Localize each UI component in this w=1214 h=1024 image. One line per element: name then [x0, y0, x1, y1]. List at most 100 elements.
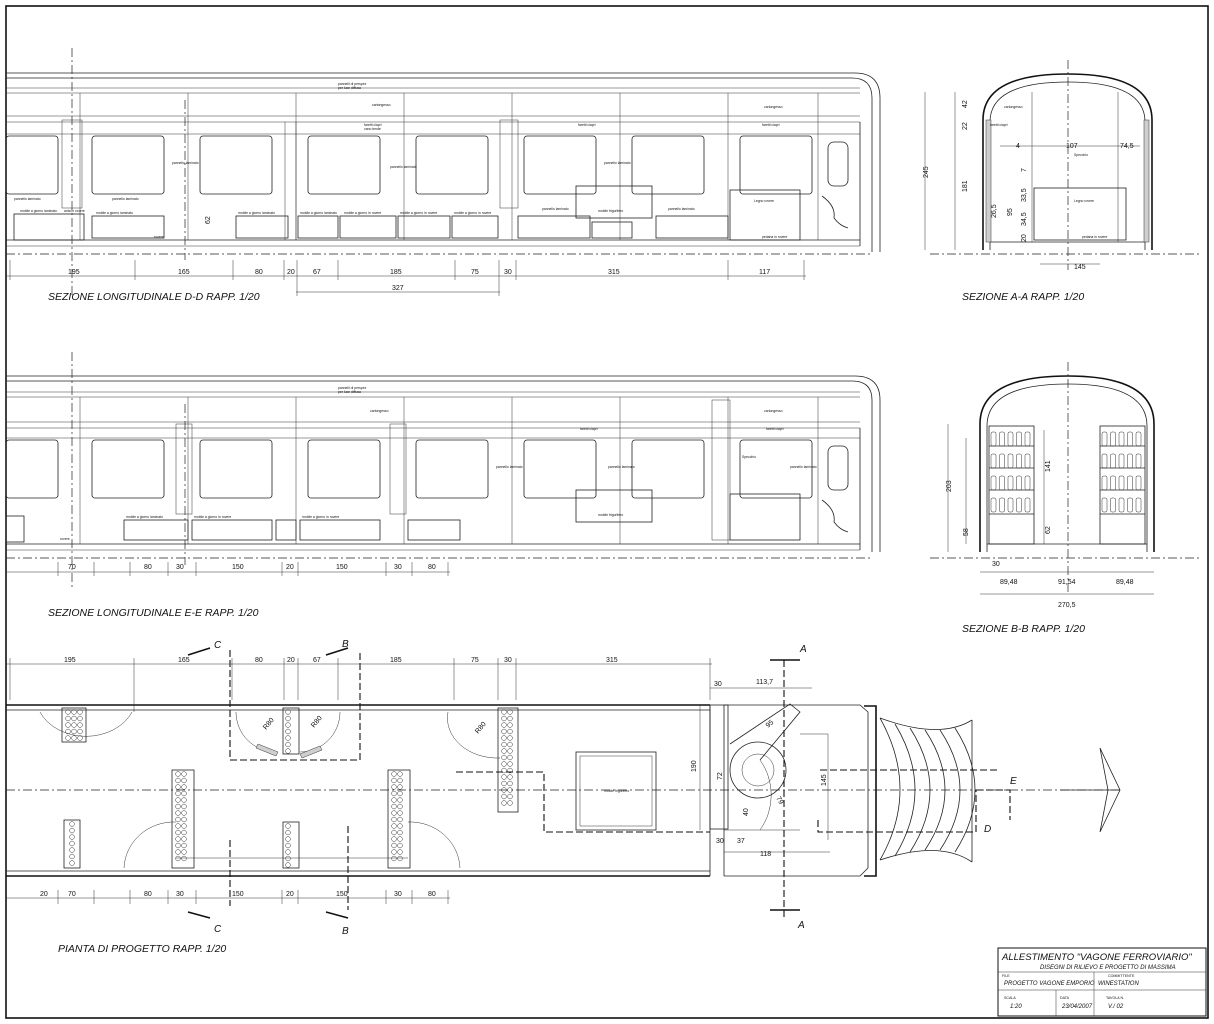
rack-slot [71, 722, 77, 728]
dd-dim-165: 165 [178, 269, 190, 276]
title-section-dd: SEZIONE LONGITUDINALE D-D RAPP. 1/20 [48, 291, 260, 303]
tb-file-label: FILE [1002, 974, 1010, 978]
rack-slot [175, 803, 181, 810]
bb-dim-203: 203 [946, 480, 953, 492]
aa-dim-74-5: 74,5 [1120, 143, 1134, 150]
bb-dim-89-48-b: 89,48 [1116, 579, 1134, 586]
rack-slot [501, 735, 507, 741]
bb-dim-91-54: 91,54 [1058, 579, 1076, 586]
cut-b-bottom: B [342, 926, 349, 937]
rack-slot [285, 709, 291, 715]
rack-slot [175, 849, 181, 855]
rack-slot [397, 855, 403, 862]
plan-dim-80-b: 80 [144, 891, 152, 898]
rack-slot [175, 842, 181, 849]
plan-dim-195: 195 [64, 657, 76, 664]
rack-slot [77, 715, 83, 722]
rack-slot [175, 855, 181, 862]
bottle [1016, 431, 1022, 447]
plan-dim-165: 165 [178, 657, 190, 664]
bottle [1016, 497, 1022, 513]
rack-slot [501, 741, 507, 748]
bottle [1016, 475, 1022, 491]
note-laminato-6: pannello laminato [542, 207, 569, 211]
rack-slot [501, 800, 507, 806]
rack-slot [175, 816, 181, 823]
rack-slot [391, 842, 397, 849]
tb-date-label: DATA [1060, 996, 1070, 1000]
plan-dim-37: 37 [737, 838, 745, 845]
note-cartongesso-2: cartongesso [764, 105, 783, 109]
rack-slot [77, 722, 83, 728]
rack-slot [501, 709, 507, 715]
note-cartongesso: cartongesso [372, 103, 391, 107]
rack-slot [181, 816, 187, 823]
tb-date: 23/04/2007 [1061, 1004, 1093, 1010]
plan-dim-80: 80 [255, 657, 263, 664]
rack-slot [501, 748, 507, 754]
bottle [1135, 497, 1142, 513]
dd-dim-75: 75 [471, 269, 479, 276]
plan-dim-150-b: 150 [336, 891, 348, 898]
aa-note-cartongesso: cartongesso [1004, 105, 1023, 109]
rack-slot [69, 834, 75, 840]
cut-b-top: B [342, 639, 349, 650]
rack-slot [507, 709, 513, 715]
aa-dim-22: 22 [962, 122, 969, 130]
cut-c-top: C [214, 640, 222, 651]
dd-dim-327: 327 [392, 285, 404, 292]
bottle [1110, 431, 1116, 447]
rack-slot [71, 735, 77, 741]
plan-dim-315: 315 [606, 657, 618, 664]
aa-dim-26-5: 26,5 [991, 204, 998, 218]
note-legno: Legno rovere [754, 199, 774, 203]
bottle [999, 475, 1005, 491]
plan-dim-80-c: 80 [428, 891, 436, 898]
rack-slot [181, 771, 187, 777]
rack-slot [391, 784, 397, 790]
plan-dim-150: 150 [232, 891, 244, 898]
ee-note-perspex: pannelli di perspex [338, 386, 367, 390]
aa-note-specchio: Specchio [1074, 153, 1088, 157]
rack-slot [181, 810, 187, 816]
plan-dim-95: 95 [765, 719, 776, 729]
title-block: ALLESTIMENTO "VAGONE FERROVIARIO" DISEGN… [997, 947, 1207, 1017]
dd-dims: 195 165 80 20 67 185 75 30 315 117 327 6… [68, 216, 770, 292]
rack-slot [507, 741, 513, 748]
rack-slot [181, 803, 187, 810]
ee-dim-150-b: 150 [336, 564, 348, 571]
section-longitudinal-dd [5, 48, 881, 296]
bottle [1118, 431, 1125, 447]
rack-slot [175, 771, 181, 777]
plan-dim-67: 67 [313, 657, 321, 664]
note-laminato-3: pannello laminato [604, 161, 631, 165]
rack-slot [507, 748, 513, 754]
bb-dim-58: 58 [963, 528, 970, 536]
rack-slot [181, 849, 187, 855]
bottle [1110, 497, 1116, 513]
ee-dim-80-b: 80 [428, 564, 436, 571]
rack-slot [391, 797, 397, 803]
rack-slot [181, 829, 187, 836]
rack-slot [69, 840, 75, 847]
rack-slot [501, 767, 507, 774]
tb-client: WINESTATION [1098, 981, 1139, 987]
cut-e: E [1010, 776, 1017, 787]
bb-bottles [990, 431, 1142, 513]
bottle [1101, 431, 1108, 447]
note-pedana: pedana in rovere [762, 235, 788, 239]
aa-dim-95: 95 [1007, 208, 1014, 216]
aa-dim-4: 4 [1016, 143, 1020, 150]
title-section-aa: SEZIONE A-A RAPP. 1/20 [962, 291, 1084, 303]
ee-note-laminato: pannello laminato [496, 465, 523, 469]
dd-dim-185: 185 [390, 269, 402, 276]
rack-slot [397, 803, 403, 810]
plan-radius-3: R80 [474, 721, 488, 735]
rack-slot [507, 728, 513, 735]
rack-slot [285, 728, 291, 735]
rack-slot [285, 862, 291, 868]
bottle [990, 431, 997, 447]
note-mobile-rov-3: mobile a giorno in rovere [454, 211, 491, 215]
rack-slot [71, 709, 77, 715]
